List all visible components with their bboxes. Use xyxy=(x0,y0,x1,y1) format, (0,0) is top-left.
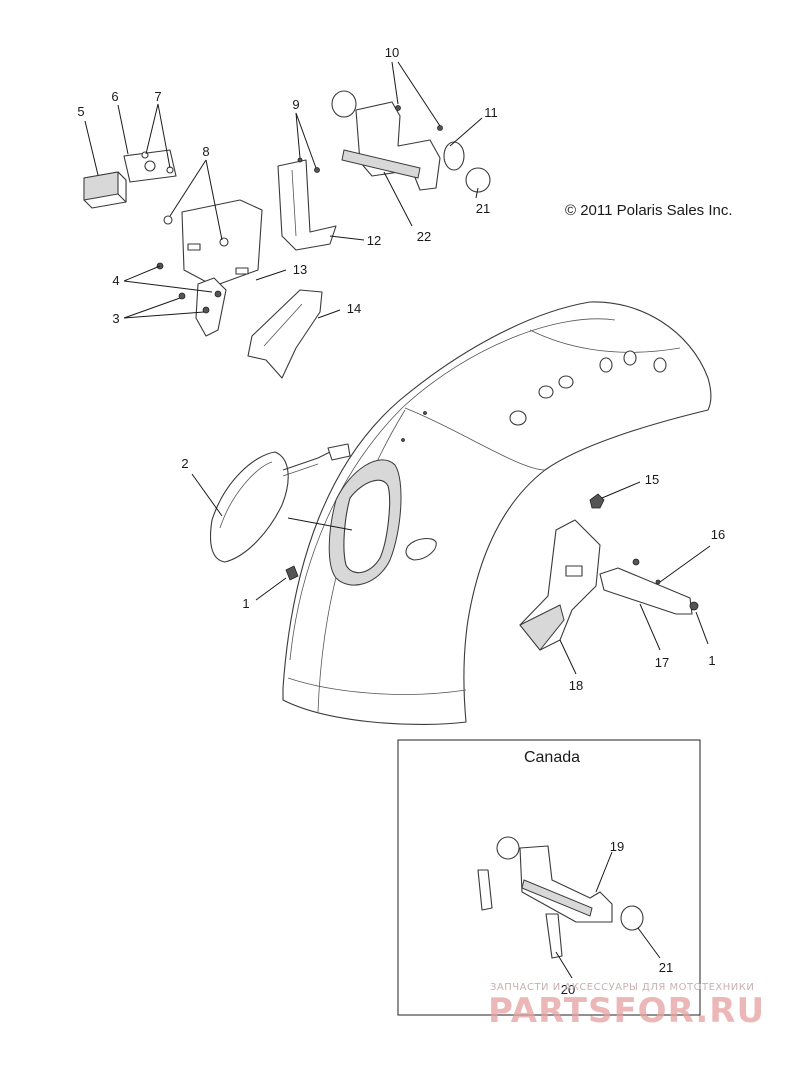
rear-fender xyxy=(282,301,712,726)
callout-17: 17 xyxy=(655,655,669,670)
bracket-12 xyxy=(277,157,337,251)
callout-7: 7 xyxy=(154,89,161,104)
callout-10: 10 xyxy=(385,45,399,60)
lamp-plate xyxy=(123,149,177,183)
watermark-tagline: ЗАПЧАСТИ И АКСЕССУАРЫ ДЛЯ МОТОТЕХНИКИ xyxy=(490,982,754,993)
canada-inset xyxy=(397,739,701,1016)
callout-18: 18 xyxy=(569,678,583,693)
callout-21: 21 xyxy=(659,960,673,975)
callout-21: 21 xyxy=(476,201,490,216)
bracket-14 xyxy=(247,289,323,379)
callout-3: 3 xyxy=(112,311,119,326)
bracket-18 xyxy=(519,519,601,651)
callout-8: 8 xyxy=(202,144,209,159)
callout-13: 13 xyxy=(293,262,307,277)
callout-12: 12 xyxy=(367,233,381,248)
callout-labels: 1 1 2 3 4 5 6 7 8 9 10 11 12 13 14 15 16… xyxy=(77,45,725,997)
callout-5: 5 xyxy=(77,104,84,119)
callout-4: 4 xyxy=(112,273,119,288)
strap-17 xyxy=(599,567,693,615)
callout-1: 1 xyxy=(708,653,715,668)
callout-6: 6 xyxy=(111,89,118,104)
copyright-notice: © 2011 Polaris Sales Inc. xyxy=(565,202,733,219)
license-bracket xyxy=(163,199,263,337)
watermark-site: PARTSFOR.RU xyxy=(488,991,765,1031)
callout-20: 20 xyxy=(561,982,575,997)
marker-lamp xyxy=(83,171,127,209)
callout-1: 1 xyxy=(242,596,249,611)
callout-11: 11 xyxy=(484,105,498,120)
callout-9: 9 xyxy=(292,97,299,112)
callout-22: 22 xyxy=(417,229,431,244)
callout-2: 2 xyxy=(181,456,188,471)
watermark: ЗАПЧАСТИ И АКСЕССУАРЫ ДЛЯ МОТОТЕХНИКИ PA… xyxy=(488,982,765,1031)
callout-16: 16 xyxy=(711,527,725,542)
fasteners xyxy=(156,262,699,611)
callout-14: 14 xyxy=(347,301,361,316)
tail-lamp xyxy=(209,443,351,563)
callout-19: 19 xyxy=(610,839,624,854)
callout-15: 15 xyxy=(645,472,659,487)
inset-title: Canada xyxy=(524,749,580,766)
reflector-bracket xyxy=(331,90,491,193)
leader-lines xyxy=(84,61,711,979)
